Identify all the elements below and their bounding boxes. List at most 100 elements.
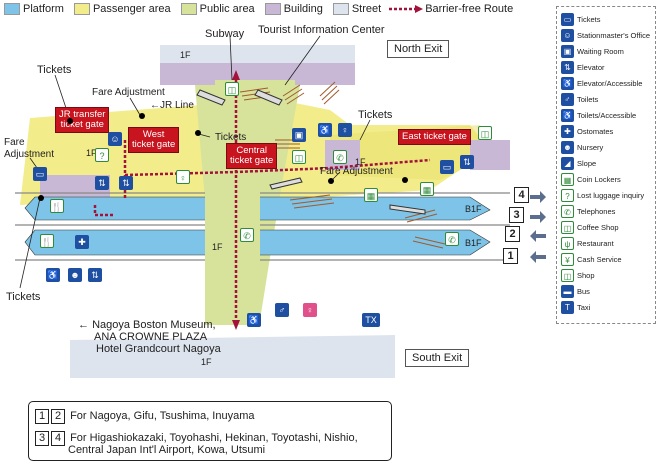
stationmaster-icon: ☺ [108,132,122,146]
north-exit-label[interactable]: North Exit [387,40,450,58]
east-building [470,140,510,170]
fare-adjustment-left-label: Fare Adjustment [4,137,55,160]
legend-barrier-free-route: Barrier-free Route [387,3,513,15]
restaurant-icon: 🍴 [50,199,64,213]
taxi-icon: TX [362,313,380,327]
stairs [239,81,446,249]
fare-adjustment-center-label: Fare Adjustment [320,166,393,177]
key-item: ▭Tickets [561,11,600,27]
waiting-room-icon: ▣ [292,128,306,142]
key-item: ?Lost luggage inquiry [561,187,644,203]
toilets-accessible-icon: ♿ [561,108,574,122]
tickets-bottom-left-label: Tickets [6,291,41,303]
toilets-accessible-icon: ♿ [247,313,261,327]
toilets-icon: ♂ [275,303,289,317]
elevator-icon: ⇅ [561,60,574,74]
key-item: ¥Cash Service [561,251,622,267]
toilets-icon: ♀ [176,170,190,184]
stationmaster-icon: ☺ [561,28,574,42]
coffee-shop-icon: ◫ [292,150,306,164]
waiting-room-icon: ▣ [561,44,574,58]
fare-point [328,178,334,184]
facility-key: ▭Tickets ☺Stationmaster's Office ▣Waitin… [556,6,656,324]
tickets-label: Tickets [37,64,72,76]
elevator-icon: ⇅ [460,155,474,169]
elevator-accessible-icon: ♿ [561,76,574,90]
key-item: ▣Waiting Room [561,43,624,59]
platform-1-number: 1 [503,248,518,264]
north-street [160,45,355,63]
slope-icon: ◢ [561,156,574,170]
platform-number: 1 [35,409,49,424]
public-swatch [180,3,197,15]
floor-label: 1F [180,50,191,60]
destination-line-3-4-cont: Central Japan Int'l Airport, Kowa, Utsum… [68,444,266,456]
legend-street: Street [329,3,381,15]
hotel-label: Hotel Grandcourt Nagoya [96,343,221,355]
key-item: ⇅Elevator [561,59,605,75]
route-arrow-south [232,320,240,330]
north-building [160,63,355,85]
platform-number: 2 [51,409,65,424]
central-walkway [205,185,260,325]
right-arrow-icon [530,191,546,203]
nursery-icon: ☻ [68,268,82,282]
ostomates-icon: ✚ [561,124,574,138]
platform-swatch [4,3,20,15]
telephone-icon: ✆ [561,204,574,218]
station-map [15,35,510,378]
restaurant-icon: 🍴 [40,234,54,248]
key-item: ▬Bus [561,283,590,299]
tickets-point [38,195,44,201]
jr-line-label: ←JR Line [150,100,194,111]
elevator-accessible-icon: ⇅ [95,176,109,190]
ostomates-icon: ✚ [75,235,89,249]
tickets-point [402,177,408,183]
hotel-label: ANA CROWNE PLAZA [94,331,208,343]
toilets-icon: ♀ [338,123,352,137]
key-item: ◫Shop [561,267,595,283]
tickets-icon: ▭ [561,12,574,26]
street-swatch [332,3,349,15]
passenger-swatch [73,3,90,15]
tickets-point [67,118,73,124]
left-arrow-icon: ← [78,319,93,331]
south-exit-label[interactable]: South Exit [405,349,470,367]
left-arrow-icon [530,251,546,263]
toilets-accessible-icon: ♿ [318,123,332,137]
barrier-free-route-arrow-icon [389,5,424,13]
map-legend: Platform Passenger area Public area Buil… [0,0,520,18]
jr-transfer-ticket-gate[interactable]: JR transfer ticket gate [55,107,110,133]
legend-public-area: Public area [177,3,255,15]
central-ticket-gate[interactable]: Central ticket gate [226,143,278,169]
cash-service-icon: ¥ [561,252,574,266]
key-item: ♿Toilets/Accessible [561,108,637,122]
shop-icon: ◫ [225,82,239,96]
platform-number: 3 [35,431,49,446]
platform-2-number: 2 [505,226,520,242]
key-item: ☺Stationmaster's Office [561,27,650,43]
elevator-icon: ⇅ [119,176,133,190]
platform-number: 4 [51,431,65,446]
key-item: ▦Coin Lockers [561,171,621,187]
route-arrow-north [232,70,240,80]
telephone-icon: ✆ [333,150,347,164]
tourist-info-label: Tourist Information Center [258,24,385,36]
floor-label: 1F [355,157,366,167]
legend-building: Building [261,3,323,15]
shop-icon: ◫ [561,268,574,282]
telephone-icon: ✆ [445,232,459,246]
tickets-right-label: Tickets [358,109,393,121]
telephone-icon: ✆ [240,228,254,242]
east-ticket-gate[interactable]: East ticket gate [398,129,471,145]
legend-passenger-area: Passenger area [70,3,171,15]
shop-icon: ◫ [478,126,492,140]
legend-platform: Platform [0,3,64,15]
key-item: ◫Coffee Shop [561,219,619,235]
west-ticket-gate[interactable]: West ticket gate [128,127,180,153]
floor-label: B1F [465,204,482,214]
